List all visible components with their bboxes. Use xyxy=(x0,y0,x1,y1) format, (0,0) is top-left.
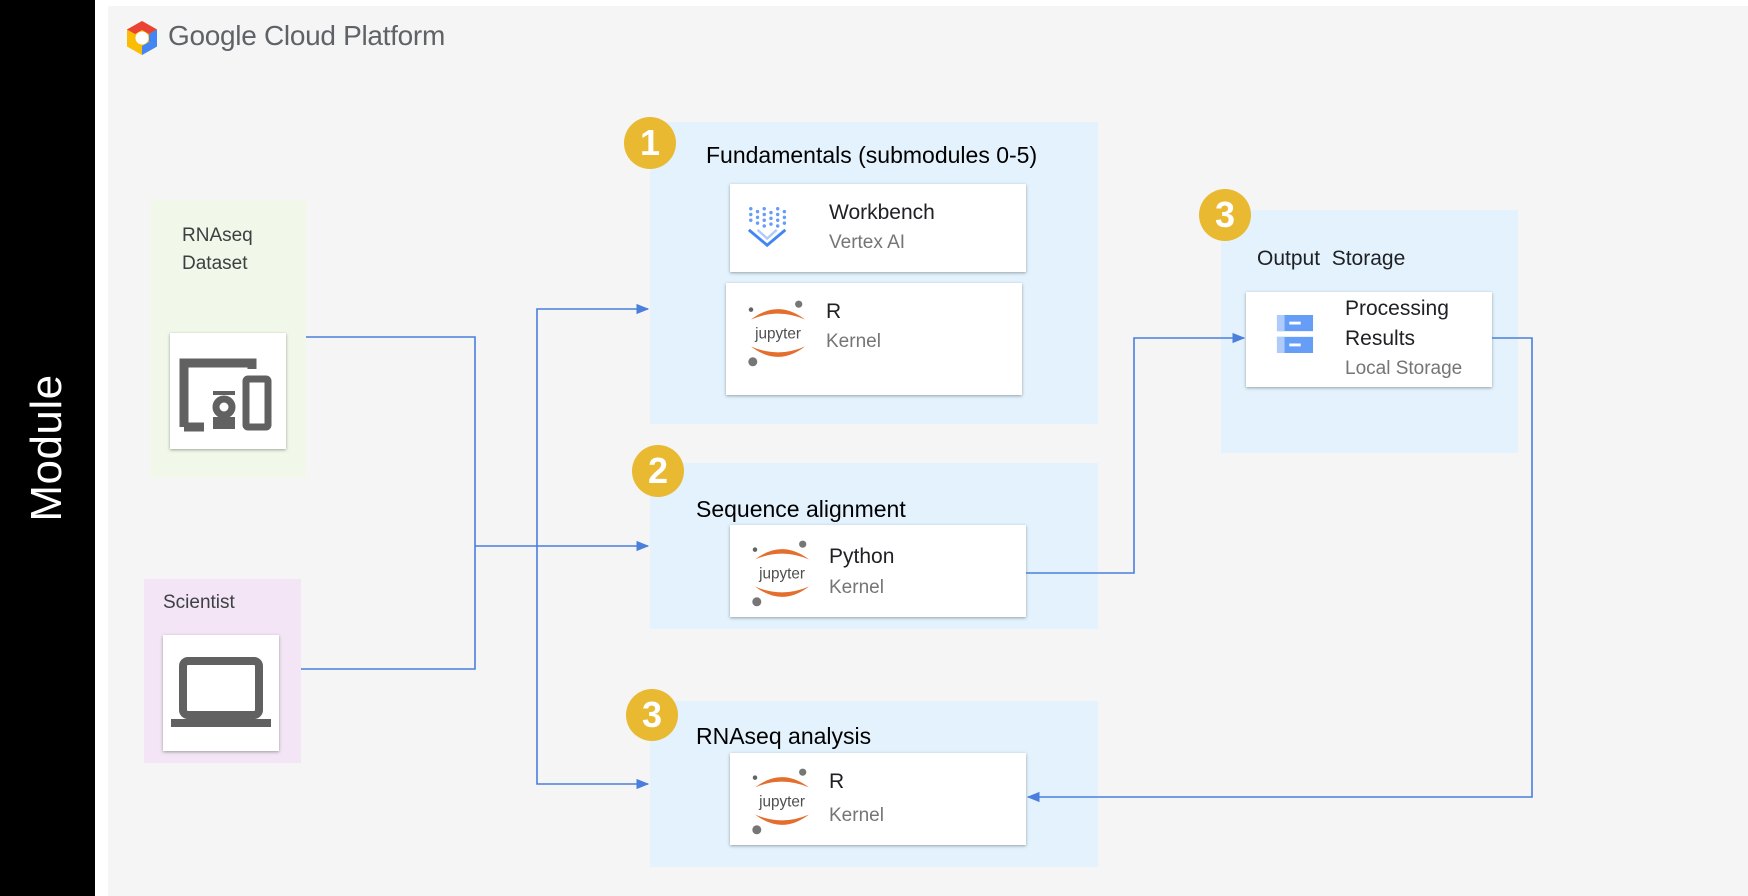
scientist-card xyxy=(163,635,279,751)
r-kernel-card-2: jupyter R Kernel xyxy=(730,753,1026,845)
laptop-icon xyxy=(171,657,271,727)
google-cloud-logo-icon xyxy=(127,21,157,55)
r-kernel-card-1: jupyter R Kernel xyxy=(726,283,1022,395)
svg-text:jupyter: jupyter xyxy=(758,565,805,582)
r-kernel-title-2: R xyxy=(829,770,845,793)
scientist-label: Scientist xyxy=(163,592,235,613)
alignment-group: Sequence alignment jupyter Python Kernel xyxy=(650,463,1098,629)
dataset-card xyxy=(170,333,286,449)
platform-title: Google Cloud Platform xyxy=(168,20,445,52)
python-kernel-title: Python xyxy=(829,545,895,568)
r-kernel-subtitle-2: Kernel xyxy=(829,805,884,826)
processing-results-subtitle: Local Storage xyxy=(1345,358,1463,379)
alignment-title: Sequence alignment xyxy=(696,496,906,522)
fundamentals-title: Fundamentals (submodules 0-5) xyxy=(706,142,1038,168)
r-kernel-title-1: R xyxy=(826,300,842,323)
processing-results-card: Processing Results Local Storage xyxy=(1246,292,1492,387)
platform-title-google: Google xyxy=(168,20,257,51)
processing-results-title: Processing Results xyxy=(1345,297,1449,350)
connector-hub-to-analysis xyxy=(536,546,650,790)
step-badge-2: 2 xyxy=(632,445,684,497)
module-sidebar: Module xyxy=(0,0,95,896)
svg-text:jupyter: jupyter xyxy=(758,793,805,810)
platform-title-product: Cloud Platform xyxy=(256,20,445,51)
workbench-title: Workbench xyxy=(829,201,935,224)
connector-dataset-to-hub xyxy=(306,336,476,546)
connector-storage-to-analysis xyxy=(1026,337,1533,803)
jupyter-icon: jupyter xyxy=(752,540,809,607)
dataset-zone: RNAseq Dataset xyxy=(151,200,306,478)
connector-scientist-to-hub xyxy=(301,546,476,670)
jupyter-icon: jupyter xyxy=(748,300,805,367)
python-kernel-card: jupyter Python Kernel xyxy=(730,525,1026,617)
r-kernel-subtitle-1: Kernel xyxy=(826,331,881,352)
step-badge-3-analysis: 3 xyxy=(626,689,678,741)
output-storage-title: Output Storage xyxy=(1257,247,1406,270)
fundamentals-group: Fundamentals (submodules 0-5) Workbench … xyxy=(650,122,1098,424)
analysis-group: RNAseq analysis jupyter R Kernel xyxy=(650,701,1098,867)
analysis-title: RNAseq analysis xyxy=(696,723,872,749)
storage-server-icon xyxy=(1276,315,1314,353)
dataset-label: RNAseq Dataset xyxy=(182,225,253,274)
scientist-zone: Scientist xyxy=(144,579,301,763)
connector-hub-to-fundamentals xyxy=(536,303,650,546)
device-storage-icon xyxy=(179,358,272,432)
vertex-ai-workbench-icon xyxy=(747,207,787,248)
step-badge-3-output: 3 xyxy=(1199,189,1251,241)
jupyter-icon: jupyter xyxy=(752,768,809,835)
svg-text:jupyter: jupyter xyxy=(754,325,801,342)
connector-alignment-to-storage xyxy=(1026,332,1246,574)
python-kernel-subtitle: Kernel xyxy=(829,577,884,598)
output-storage-group: Output Storage Processing Results Local … xyxy=(1221,210,1518,453)
step-badge-1: 1 xyxy=(624,117,676,169)
workbench-subtitle: Vertex AI xyxy=(829,232,906,253)
workbench-card: Workbench Vertex AI xyxy=(730,184,1026,272)
